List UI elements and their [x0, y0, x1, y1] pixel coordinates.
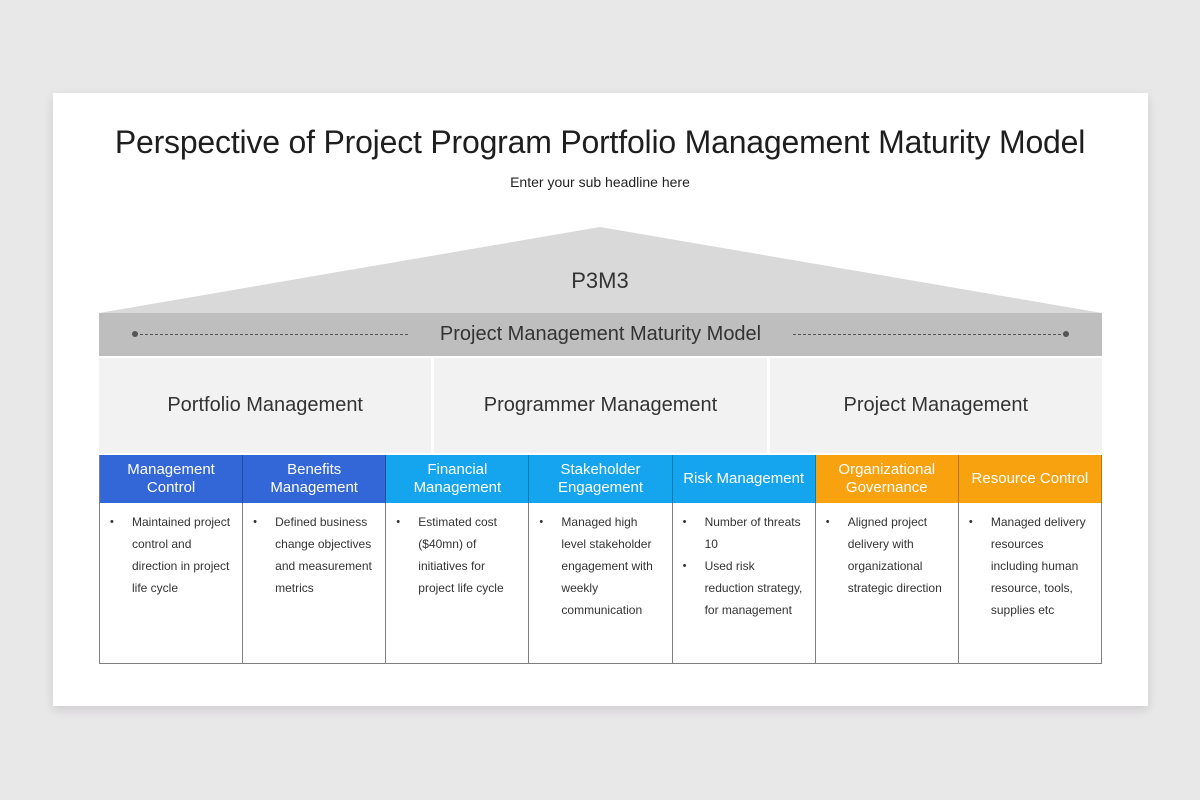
bullet-list: Number of threats 10 Used risk reduction…: [683, 511, 807, 621]
beam-dot-right-icon: [1063, 331, 1069, 337]
bullet-item: Managed delivery resources including hum…: [969, 511, 1093, 621]
bullet-list: Managed delivery resources including hum…: [969, 511, 1093, 621]
column-header: Resource Control: [958, 455, 1102, 503]
bullet-list: Maintained project control and direction…: [110, 511, 234, 599]
column-header: Organizational Governance: [815, 455, 959, 503]
column-body: Defined business change objectives and m…: [243, 503, 386, 663]
beam-dashed-line-left: [135, 334, 408, 335]
column-body: Estimated cost ($40mn) of initiatives fo…: [386, 503, 529, 663]
column-organizational-governance: Organizational Governance Aligned projec…: [815, 455, 959, 663]
pillar-project-management: Project Management: [769, 358, 1102, 453]
beam-dashed-line-right: [793, 334, 1066, 335]
roof-triangle: [99, 227, 1102, 313]
maturity-model-beam: Project Management Maturity Model: [99, 313, 1102, 356]
column-financial-management: Financial Management Estimated cost ($40…: [386, 455, 530, 663]
column-body: Managed high level stakeholder engagemen…: [529, 503, 672, 663]
slide-subtitle: Enter your sub headline here: [510, 174, 690, 190]
bullet-item: Managed high level stakeholder engagemen…: [539, 511, 663, 621]
column-header: Management Control: [100, 455, 244, 503]
bullet-item: Number of threats 10: [683, 511, 807, 555]
column-header: Benefits Management: [243, 455, 387, 503]
bullet-item: Aligned project delivery with organizati…: [826, 511, 950, 599]
management-pillars: Portfolio Management Programmer Manageme…: [99, 358, 1102, 453]
column-risk-management: Risk Management Number of threats 10 Use…: [672, 455, 816, 663]
roof-label: P3M3: [571, 268, 629, 293]
column-benefits-management: Benefits Management Defined business cha…: [243, 455, 387, 663]
bullet-list: Managed high level stakeholder engagemen…: [539, 511, 663, 621]
bullet-item: Maintained project control and direction…: [110, 511, 234, 599]
beam-label: Project Management Maturity Model: [425, 323, 776, 346]
column-body: Aligned project delivery with organizati…: [815, 503, 958, 663]
bullet-list: Estimated cost ($40mn) of initiatives fo…: [396, 511, 520, 599]
pillar-portfolio-management: Portfolio Management: [99, 358, 432, 453]
column-header: Stakeholder Engagement: [529, 455, 673, 503]
bullet-list: Aligned project delivery with organizati…: [826, 511, 950, 599]
bullet-list: Defined business change objectives and m…: [253, 511, 377, 599]
pillar-programmer-management: Programmer Management: [434, 358, 767, 453]
column-resource-control: Resource Control Managed delivery resour…: [958, 455, 1102, 663]
slide-title: Perspective of Project Program Portfolio…: [114, 124, 1086, 160]
column-stakeholder-engagement: Stakeholder Engagement Managed high leve…: [529, 455, 673, 663]
column-header: Risk Management: [672, 455, 816, 503]
column-body: Managed delivery resources including hum…: [958, 503, 1101, 663]
column-body: Maintained project control and direction…: [100, 503, 243, 663]
column-body: Number of threats 10 Used risk reduction…: [672, 503, 815, 663]
capability-table: Management Control Maintained project co…: [99, 455, 1102, 664]
bullet-item: Defined business change objectives and m…: [253, 511, 377, 599]
bullet-item: Estimated cost ($40mn) of initiatives fo…: [396, 511, 520, 599]
bullet-item: Used risk reduction strategy, for manage…: [683, 555, 807, 621]
column-header: Financial Management: [386, 455, 530, 503]
column-management-control: Management Control Maintained project co…: [100, 455, 244, 663]
